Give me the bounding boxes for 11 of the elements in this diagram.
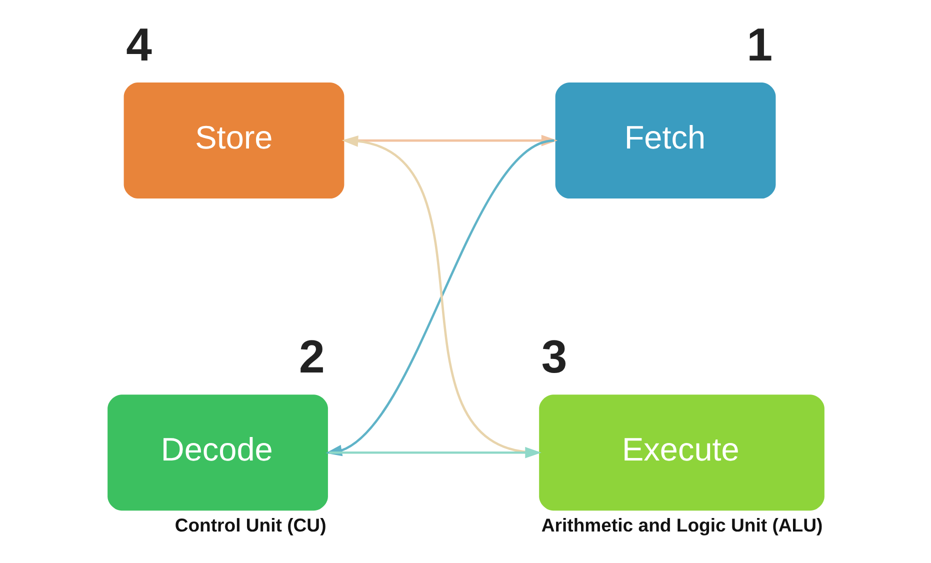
node-box: Fetch (554, 82, 776, 199)
node-box: Store (123, 82, 344, 199)
node-box: Execute (538, 394, 824, 511)
node-label: Arithmetic and Logic Unit (ALU) (540, 514, 822, 536)
node-box: Decode (107, 394, 328, 511)
node-label: Control Unit (CU) (174, 514, 326, 536)
node-label: 3 (540, 330, 567, 383)
node-label: 4 (126, 18, 152, 71)
node-label: 1 (746, 18, 772, 71)
arrow (328, 446, 541, 458)
node-label: 2 (298, 330, 324, 383)
